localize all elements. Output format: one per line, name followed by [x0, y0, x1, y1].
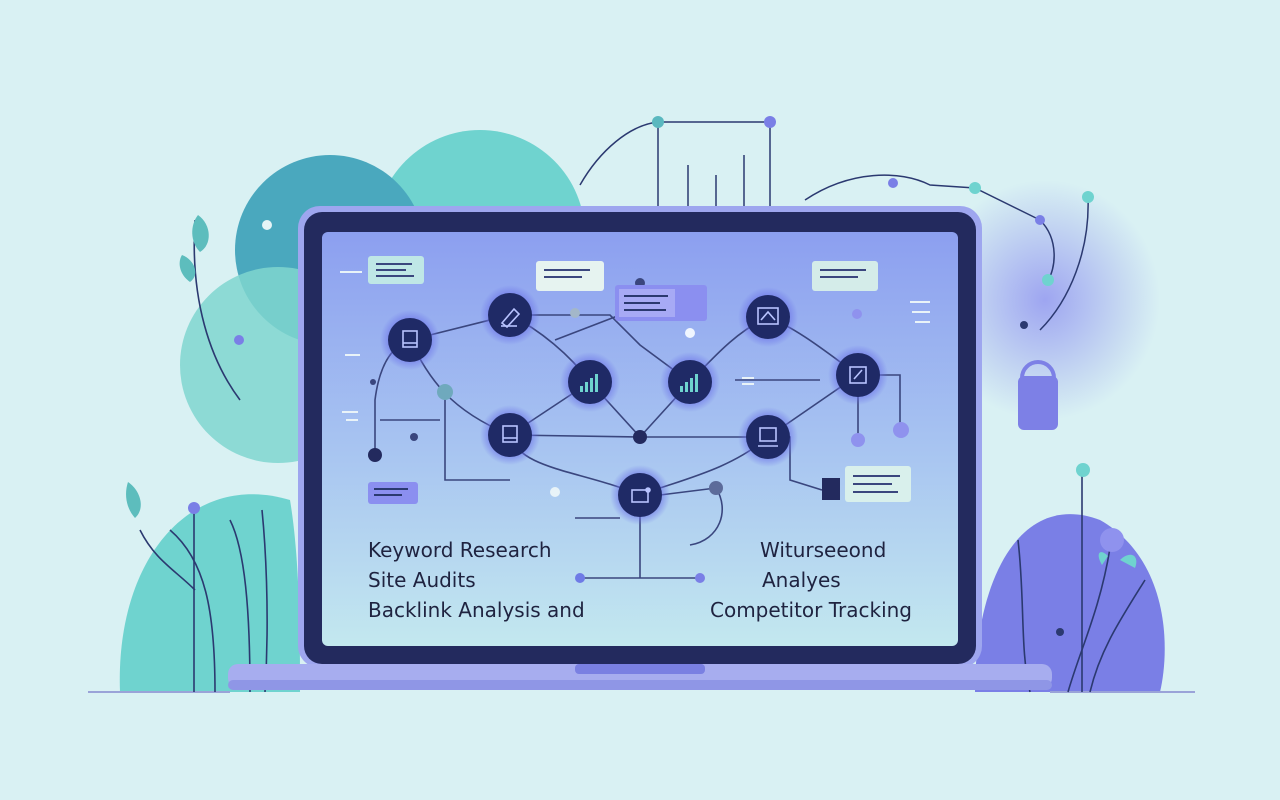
top-network-nodes [652, 116, 1094, 329]
leaves-right [1056, 463, 1137, 636]
pen-icon [500, 307, 521, 329]
node-book-1 [380, 310, 440, 370]
node-book-2 [480, 405, 540, 465]
node-image [738, 287, 798, 347]
image-icon [757, 307, 779, 325]
feature-backlink-analysis: Backlink Analysis and [368, 598, 585, 622]
node-select [610, 465, 670, 525]
plant-left [139, 219, 268, 693]
node-chart-2 [660, 352, 720, 412]
bar-chart-icon [680, 374, 698, 392]
feature-site-audits: Site Audits [368, 568, 476, 592]
leaves-left [126, 215, 272, 518]
dash-marks [340, 271, 930, 421]
book-icon [502, 425, 518, 443]
circuit-dots [368, 278, 909, 583]
node-edit [828, 345, 888, 405]
node-pen [480, 285, 540, 345]
feature-competitor-tracking: Competitor Tracking [710, 598, 913, 622]
feature-list-right: Witurseeond Analyes Competitor Tracking [700, 536, 920, 626]
feature-right-line-2: Analyes [762, 568, 841, 592]
node-chart-1 [560, 352, 620, 412]
monitor-icon [758, 427, 778, 447]
node-monitor [738, 407, 798, 467]
edit-icon [849, 366, 867, 384]
note-cards [368, 256, 911, 504]
bar-chart-icon [580, 374, 598, 392]
feature-list-left: Keyword Research Site Audits Backlink An… [368, 536, 585, 626]
book-icon [402, 330, 418, 348]
feature-keyword-research: Keyword Research [368, 538, 552, 562]
feature-right-line-1: Witurseeond [760, 538, 887, 562]
select-icon [631, 487, 651, 503]
